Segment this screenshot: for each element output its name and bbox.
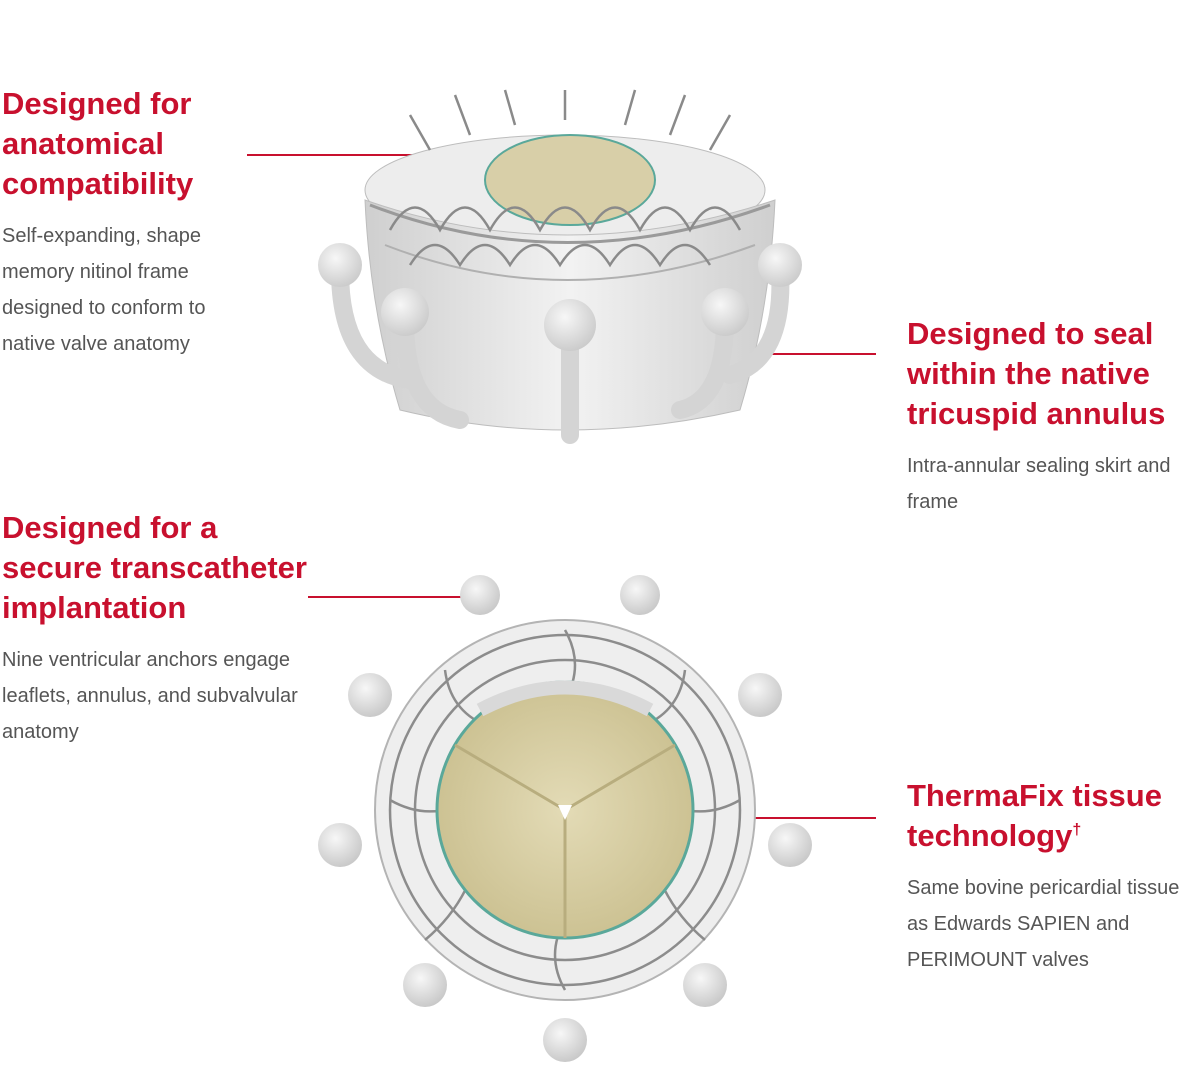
leader-line-anatomical bbox=[247, 154, 467, 156]
callout-anatomical: Designed for anatomical compatibility Se… bbox=[2, 84, 242, 362]
callout-seal-body: Intra-annular sealing skirt and frame bbox=[907, 455, 1171, 513]
callout-secure-title: Designed for a secure transcatheter impl… bbox=[2, 510, 307, 625]
leader-line-secure bbox=[308, 596, 484, 598]
dagger-mark: † bbox=[1072, 821, 1082, 839]
callout-anatomical-title: Designed for anatomical compatibility bbox=[2, 86, 194, 201]
callout-thermafix-title: ThermaFix tissue technology† bbox=[907, 776, 1187, 856]
valve-side-view-image bbox=[318, 89, 802, 444]
callout-seal: Designed to seal within the native tricu… bbox=[907, 314, 1187, 520]
callout-secure-body: Nine ventricular anchors engage leaflets… bbox=[2, 649, 298, 743]
callout-thermafix-title-text: ThermaFix tissue technology bbox=[907, 778, 1162, 853]
valve-top-view-image bbox=[318, 575, 812, 1062]
callout-thermafix-body: Same bovine pericardial tissue as Edward… bbox=[907, 877, 1180, 971]
leader-line-thermafix bbox=[662, 817, 876, 819]
callout-seal-title: Designed to seal within the native tricu… bbox=[907, 316, 1166, 431]
callout-thermafix: ThermaFix tissue technology† Same bovine… bbox=[907, 776, 1187, 978]
callout-secure: Designed for a secure transcatheter impl… bbox=[2, 508, 322, 750]
callout-anatomical-body: Self-expanding, shape memory nitinol fra… bbox=[2, 225, 206, 355]
